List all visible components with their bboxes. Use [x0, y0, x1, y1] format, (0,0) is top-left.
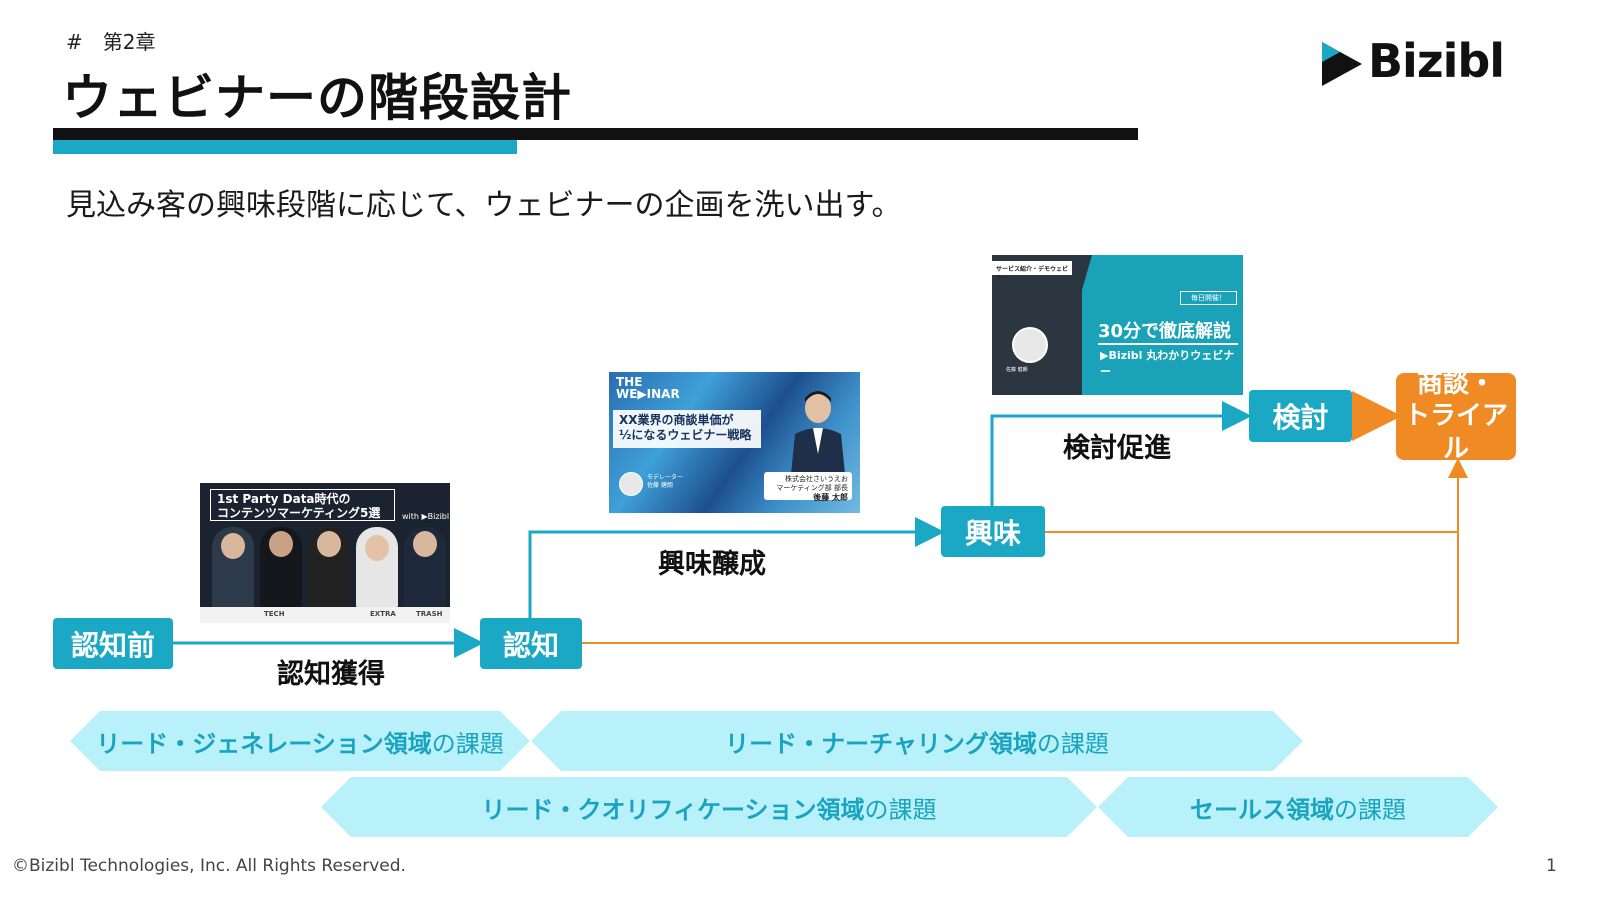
footer-copyright: ©Bizibl Technologies, Inc. All Rights Re… — [12, 856, 406, 876]
step-label-acquire: 認知獲得 — [277, 659, 385, 690]
banner-label: リード・ジェネレーション領域 — [96, 729, 432, 758]
banner-suffix: の課題 — [431, 729, 504, 758]
sponsor-logo-strip: TECH EXTRA TRASH — [200, 607, 450, 623]
node-deal-label-1: 商談・ — [1416, 368, 1495, 399]
banner-sales: セールス領域の課題 — [1098, 777, 1498, 837]
node-consideration-label: 検討 — [1272, 401, 1329, 434]
webinar-thumbnail-consideration: サービス紹介・デモウェビナー 毎日開催！ 30分で徹底解説 ▶Bizibl 丸わ… — [992, 255, 1243, 395]
banner-lead-generation: リード・ジェネレーション領域の課題 — [70, 711, 530, 771]
arrow-promote — [990, 401, 1252, 506]
speaker-head — [221, 533, 245, 559]
speaker-tag: 株式会社さいうえお マーケティング部 部長 後藤 太郎 — [764, 472, 852, 503]
thumbnail-title-line: 1st Party Data時代の — [217, 492, 351, 506]
arrow-nurture — [528, 517, 945, 618]
banner-label: セールス領域 — [1190, 795, 1334, 824]
arrow-awareness-to-deal — [582, 458, 1468, 644]
thumbnail-diagonal — [1052, 255, 1092, 395]
speaker-head — [269, 531, 293, 557]
webinar-thumbnail-interest: THE WE▶INAR XX業界の商談単価が ½になるウェビナー戦略 モデレータ… — [609, 372, 860, 513]
sponsor-logo: TECH — [264, 610, 285, 618]
moderator-info: モデレーター 佐藤 健朗 — [647, 474, 683, 490]
banner-label: リード・ナーチャリング領域 — [725, 729, 1037, 758]
thumbnail-underline — [1098, 343, 1238, 345]
speaker-name: 後藤 太郎 — [813, 493, 848, 503]
moderator-avatar — [619, 472, 643, 496]
node-interest-label: 興味 — [964, 516, 1021, 550]
sponsor-logo: TRASH — [416, 610, 443, 618]
speaker-head — [317, 531, 341, 557]
page-subtitle: 見込み客の興味段階に応じて、ウェビナーの企画を洗い出す。 — [66, 188, 902, 223]
node-pre-awareness: 認知前 — [53, 618, 173, 669]
page-number: 1 — [1546, 856, 1557, 876]
speaker-avatar — [1012, 327, 1048, 363]
banner-lead-nurturing: リード・ナーチャリング領域の課題 — [531, 711, 1303, 771]
speaker-company: 株式会社さいうえお — [785, 475, 848, 483]
banner-lead-qualification: リード・クオリフィケーション領域の課題 — [321, 777, 1097, 837]
moderator-name: 佐藤 健朗 — [647, 481, 673, 489]
node-interest: 興味 — [941, 506, 1045, 557]
step-label-promote: 検討促進 — [1063, 433, 1171, 464]
brand-logo: Bizibl — [1318, 34, 1518, 92]
title-accent-rule — [53, 140, 517, 154]
chapter-label: # 第2章 — [66, 30, 156, 54]
page-title: ウェビナーの階段設計 — [62, 69, 572, 127]
title-rule — [53, 128, 1138, 140]
thumbnail-title-box: 1st Party Data時代の コンテンツマーケティング5選 — [210, 489, 395, 521]
thumbnail-subtitle: ▶Bizibl 丸わかりウェビナー — [1100, 349, 1235, 378]
speaker-head — [365, 535, 389, 561]
thumbnail-title: 30分で徹底解説 — [1098, 321, 1232, 342]
banner-suffix: の課題 — [1334, 795, 1406, 824]
thumbnail-title-line: ½になるウェビナー戦略 — [619, 428, 752, 442]
thumbnail-title-line: コンテンツマーケティング5選 — [217, 506, 381, 521]
node-awareness: 認知 — [480, 618, 582, 669]
daily-badge: 毎日開催！ — [1180, 291, 1237, 305]
banner-suffix: の課題 — [864, 795, 937, 824]
thumbnail-header-tag: サービス紹介・デモウェビナー — [992, 261, 1072, 282]
thumbnail-title-line: XX業界の商談単価が — [619, 413, 734, 427]
node-deal-trial: 商談・ トライアル — [1396, 369, 1516, 464]
speaker-head — [413, 531, 437, 557]
node-consideration: 検討 — [1249, 390, 1352, 442]
thumbnail-brand-line: WE▶INAR — [616, 387, 680, 401]
thumbnail-brand: THE WE▶INAR — [616, 376, 680, 400]
brand-name: Bizibl — [1368, 34, 1505, 88]
speaker-role: マーケティング部 部長 — [776, 484, 848, 493]
banner-suffix: の課題 — [1036, 729, 1109, 758]
moderator-role: モデレーター — [647, 474, 684, 481]
thumbnail-brand-line: THE — [616, 375, 643, 389]
thumbnail-title-box: XX業界の商談単価が ½になるウェビナー戦略 — [613, 410, 761, 448]
step-label-nurture: 興味醸成 — [658, 549, 766, 580]
play-logo-icon — [1322, 42, 1362, 86]
banner-label: リード・クオリフィケーション領域 — [481, 795, 865, 824]
thumbnail-with-brand: with ▶Bizibl — [402, 512, 450, 521]
speaker-photo — [791, 391, 845, 474]
speaker-name: 佐藤 健朗 — [1006, 367, 1028, 373]
node-deal-label-2: トライアル — [1403, 401, 1508, 464]
webinar-thumbnail-awareness: 1st Party Data時代の コンテンツマーケティング5選 with ▶B… — [200, 483, 450, 623]
sponsor-logo: EXTRA — [370, 610, 396, 618]
node-awareness-label: 認知 — [502, 628, 559, 662]
node-pre-awareness-label: 認知前 — [70, 628, 155, 662]
